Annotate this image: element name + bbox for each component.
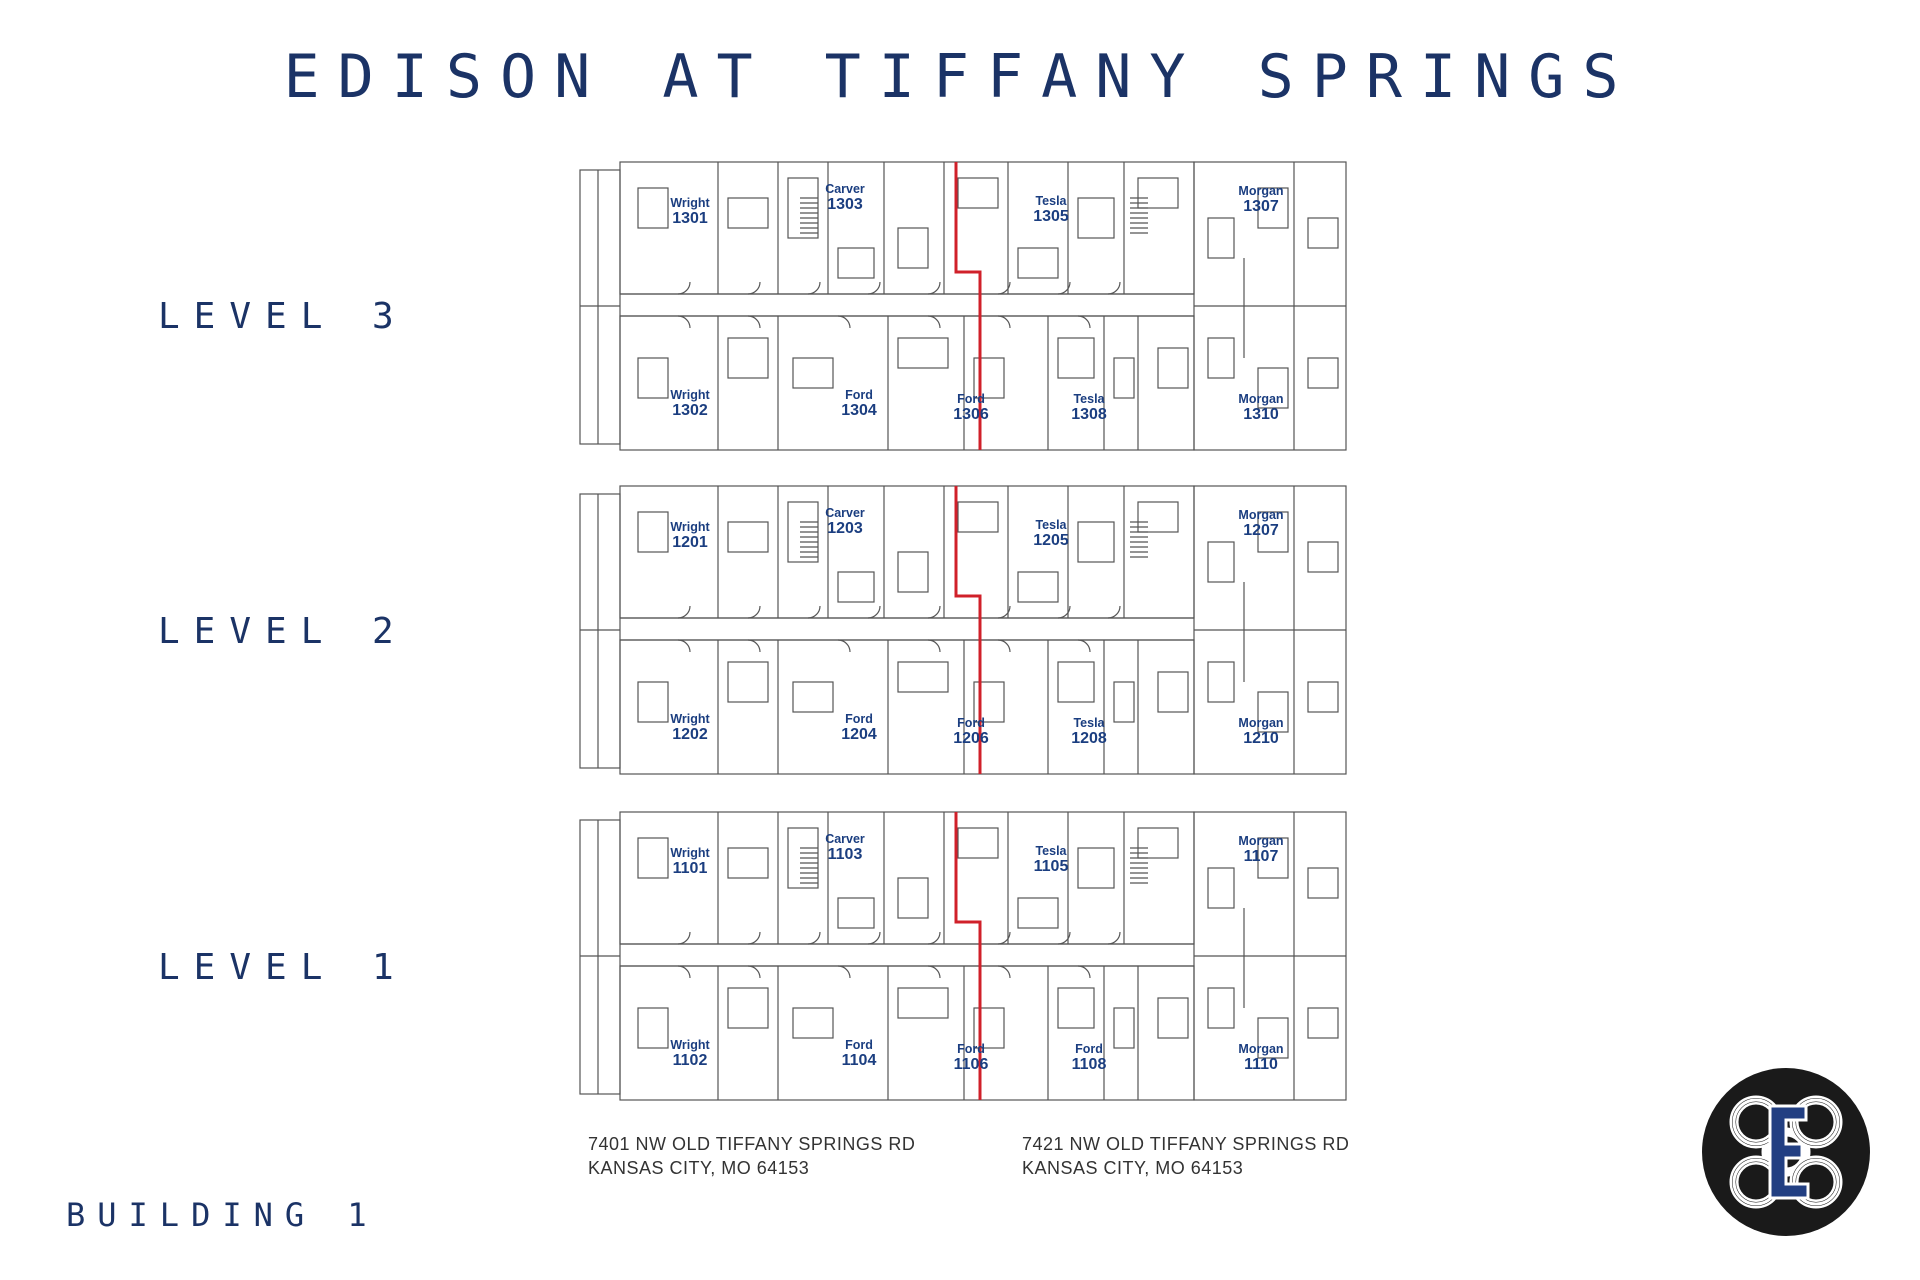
- address-line: 7401 NW OLD TIFFANY SPRINGS RD: [588, 1134, 916, 1154]
- floor-plan-drawing: [579, 161, 1347, 451]
- edison-logo-icon: [1702, 1068, 1870, 1236]
- address-city: KANSAS CITY, MO 64153: [1022, 1158, 1244, 1178]
- page-title: EDISON AT TIFFANY SPRINGS: [283, 42, 1637, 112]
- level-1-label: LEVEL 1: [158, 947, 408, 988]
- building-label: BUILDING 1: [66, 1196, 379, 1234]
- level-2-label: LEVEL 2: [158, 611, 408, 652]
- floor-plan-drawing: [579, 811, 1347, 1101]
- address-block-7421: 7421 NW OLD TIFFANY SPRINGS RD KANSAS CI…: [1022, 1132, 1349, 1180]
- address-block-7401: 7401 NW OLD TIFFANY SPRINGS RD KANSAS CI…: [588, 1132, 915, 1180]
- floor-plan-drawing: [579, 485, 1347, 775]
- level-3-label: LEVEL 3: [158, 296, 408, 337]
- address-city: KANSAS CITY, MO 64153: [588, 1158, 810, 1178]
- address-line: 7421 NW OLD TIFFANY SPRINGS RD: [1022, 1134, 1350, 1154]
